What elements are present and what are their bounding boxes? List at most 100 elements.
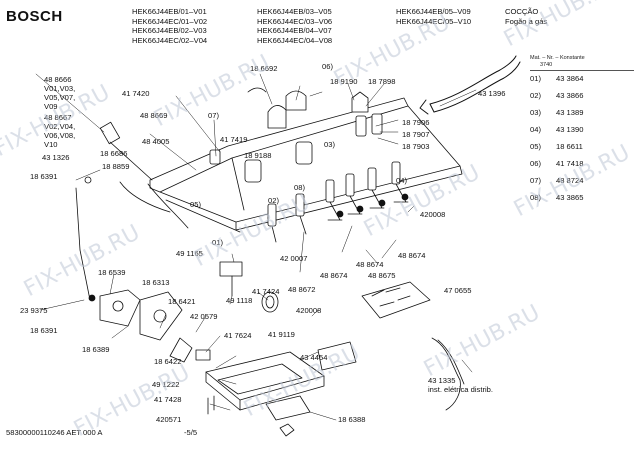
part-label: 49 1165 [176,249,203,258]
part-label: 41 7428 [154,395,182,404]
part-label: 48 8666 [44,75,72,84]
legend-num: 07) [530,176,541,185]
part-label: 18 6539 [98,268,126,277]
section-title: COCÇÃO [505,7,539,16]
part-label: 18 6422 [154,357,182,366]
section-subtitle: Fogão a gás [505,16,548,26]
legend-num: 08) [530,193,541,202]
control-board [205,341,357,437]
part-label: 18 6421 [168,297,196,306]
spark-module [219,261,279,313]
part-label: 49 1222 [152,380,180,389]
part-label: 18 8859 [102,162,130,171]
model-item: HEK66J44EB/02–V03 [132,26,207,35]
part-label: 43 4454 [300,353,328,362]
part-label: 18 7903 [402,142,430,151]
model-item: HEK66J44EC/05–V10 [396,16,472,26]
part-label: 41 9119 [268,330,295,339]
part-label: 18 9190 [330,77,358,86]
model-item: HEK66J44EC/02–V04 [132,35,208,45]
part-label: 48 4005 [142,137,170,146]
part-label: 420008 [296,306,322,315]
part-label: 48 8667 [44,113,72,122]
legend-header: Mat. – Nr. – Konstante 3740 [530,55,634,71]
part-label: 23 9375 [20,306,48,315]
legend-header-label: Mat. – Nr. – Konstante [530,55,585,61]
callout-label: 03) [324,140,335,149]
callout-label: 02) [268,196,279,205]
legend-header-sub: 3740 [540,61,553,68]
part-label: 41 7424 [252,287,280,296]
callout-label: 05) [190,200,201,209]
callout-label: 01) [212,238,223,247]
callout-label: 04) [396,176,407,185]
part-label: 41 7420 [122,89,150,98]
part-label: 18 7898 [368,77,396,86]
model-item: HEK66J44EB/05–V09 [396,7,471,16]
legend-row: 05) 18 6611 [530,142,634,151]
legend-code: 18 6611 [556,142,583,151]
legend-row: 02) 43 3866 [530,91,634,100]
legend-num: 04) [530,125,541,134]
part-label: 18 9188 [244,151,272,160]
callout-label: 08) [294,183,305,192]
model-item: HEK66J44EB/04–V07 [257,26,332,35]
variant-label: V06,V08, [44,131,76,140]
legend-num: 01) [530,74,541,83]
variant-label: V10 [44,140,58,149]
part-label: 43 1396 [478,89,506,98]
leader-lines [35,73,477,421]
part-label: 43 1335 [428,376,456,385]
part-label: 48 8669 [140,111,168,120]
gas-hose [419,55,521,115]
part-note: inst. elétrica distrib. [428,385,493,394]
model-item: HEK66J44EB/03–V05 [257,7,332,16]
legend-code: 48 8724 [556,176,584,185]
part-label: 18 6692 [250,64,278,73]
part-label: 18 6389 [82,345,110,354]
model-list-col2: HEK66J44EB/03–V05 HEK66J44EC/03–V06 HEK6… [257,7,332,45]
variant-label: V09 [44,102,58,111]
ignition-harness [361,281,465,411]
legend-row: 04) 43 1390 [530,125,634,134]
part-label: 43 1326 [42,153,70,162]
legend-row: 01)43 3864 [530,74,634,83]
legend-num: 02) [530,91,541,100]
legend-row: 06)41 7418 [530,159,634,168]
model-item: HEK66J44EB/01–V01 [132,7,207,16]
callout-label: 07) [208,111,219,120]
callout-label: 06) [322,62,333,71]
legend-row: 03)43 1389 [530,108,634,117]
page-number: -5/5 [184,428,198,437]
legend-num: 05) [530,142,541,151]
legend-row: 07) 48 8724 [530,176,634,185]
part-label: 48 8674 [356,260,384,269]
part-label: 18 6391 [30,326,58,335]
part-legend: Mat. – Nr. – Konstante 3740 01)43 3864 0… [530,55,634,210]
part-label: 48 8674 [320,271,348,280]
part-label: 41 7624 [224,331,252,340]
variant-label: V01,V03, [44,84,76,93]
model-item: HEK66J44EC/03–V06 [257,16,333,26]
part-label: 18 6391 [30,172,58,181]
part-label: 18 6313 [142,278,170,287]
section-heading: COCÇÃO Fogão a gás [505,7,547,26]
variant-label: V05,V07, [44,93,76,102]
legend-code: 43 3866 [556,91,584,100]
part-label: 18 7907 [402,130,430,139]
legend-code: 43 3865 [556,193,584,202]
part-label: 42 0007 [280,254,308,263]
brand-logo: BOSCH [6,8,63,25]
thermocouple-wire [75,121,189,301]
legend-code: 43 1390 [556,125,584,134]
ignition-bracket [88,289,211,363]
legend-code: 41 7418 [556,159,584,168]
part-label: 48 8675 [368,271,396,280]
legend-row: 08) 43 3865 [530,193,634,202]
model-item: HEK66J44EC/04–V08 [257,35,333,45]
burner-valves [267,161,409,243]
part-label: 47 0655 [444,286,472,295]
legend-code: 43 1389 [556,108,584,117]
model-list-col3: HEK66J44EB/05–V09 HEK66J44EC/05–V10 [396,7,471,26]
